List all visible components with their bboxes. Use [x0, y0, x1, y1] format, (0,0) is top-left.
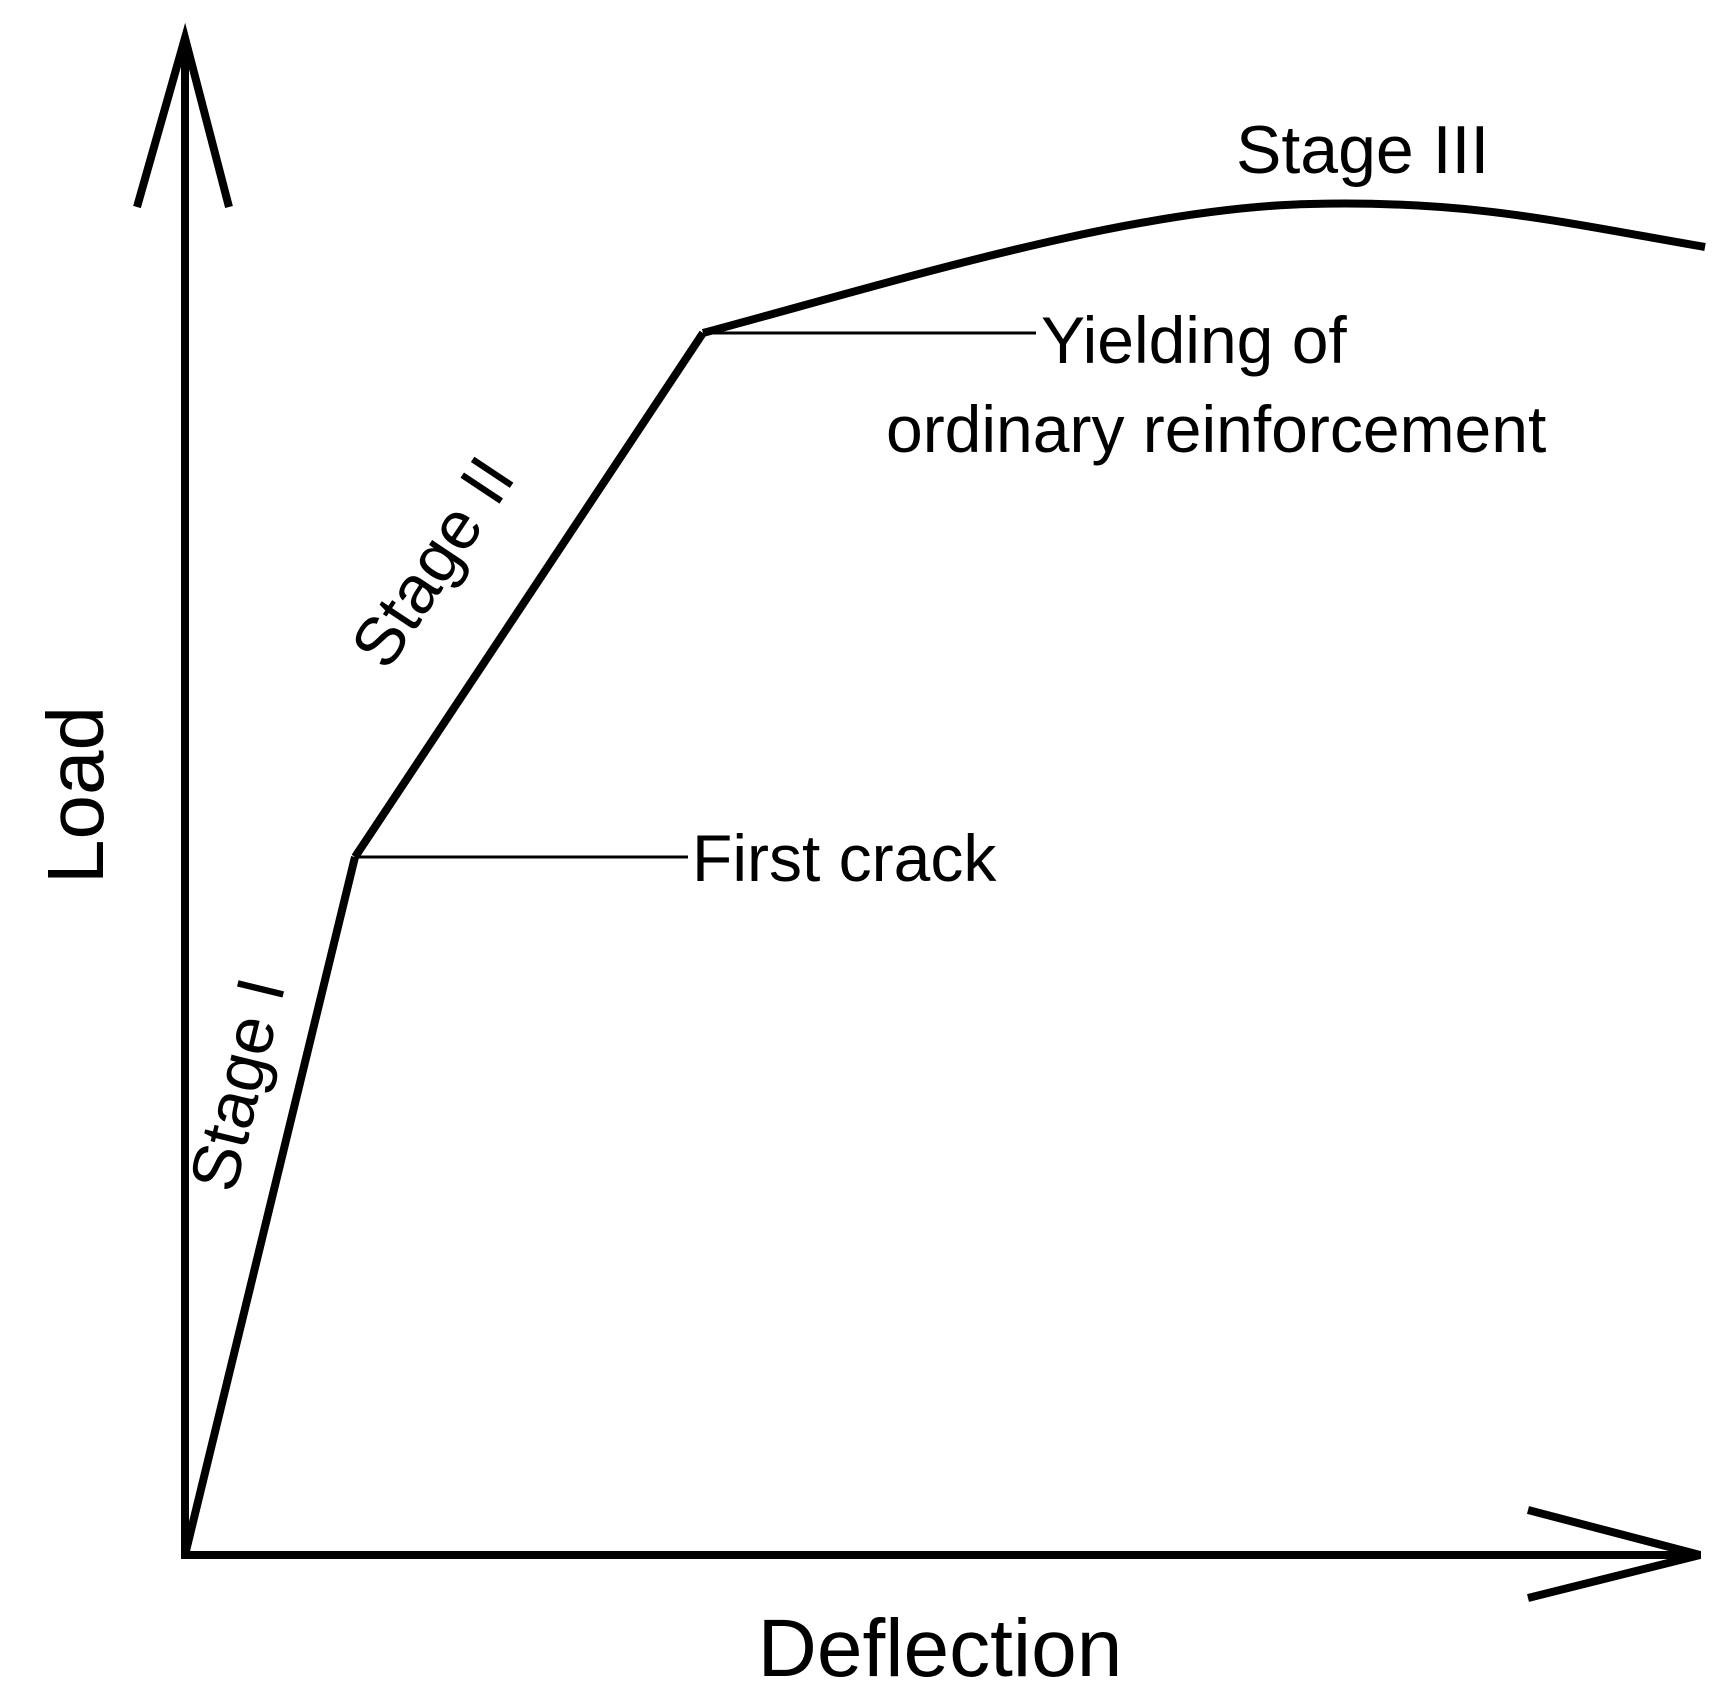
- stage-3-label: Stage III: [1236, 112, 1489, 188]
- axes: [133, 22, 1702, 1602]
- x-axis-label: Deflection: [758, 1603, 1123, 1684]
- labels: Stage III Yielding of ordinary reinforce…: [31, 112, 1546, 1684]
- stage-1-segment: [181, 856, 359, 1556]
- stage-3-curve: [701, 199, 1706, 337]
- stage-2-label: Stage II: [336, 444, 529, 681]
- curve: [181, 199, 1706, 1556]
- leader-lines: [355, 331, 1036, 859]
- yielding-label-line-2: ordinary reinforcement: [886, 392, 1546, 466]
- x-axis-arrowhead: [1526, 1506, 1702, 1602]
- yielding-label-line-1: Yielding of: [1041, 303, 1347, 377]
- stage-2-segment: [351, 330, 707, 860]
- y-axis-label: Load: [31, 706, 120, 884]
- first-crack-label: First crack: [692, 821, 997, 895]
- y-axis-arrowhead: [133, 22, 233, 209]
